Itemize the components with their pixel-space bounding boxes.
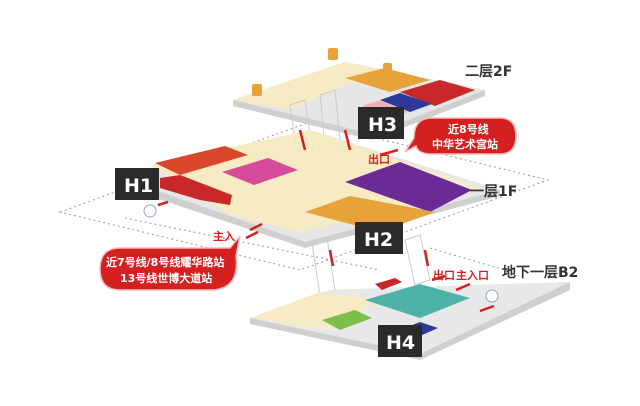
metro-callout-right-line1: 近8号线 [448, 122, 489, 136]
floor-2f: H3 二层2F [233, 48, 512, 140]
floor-b2-outline-right [429, 247, 506, 271]
hall-h4-label: H4 [386, 332, 415, 354]
floor-b2: H4 地下一层B2 [250, 264, 578, 360]
metro-callout-left-line2: 13号线世博大道站 [120, 271, 212, 285]
floor-b2-outline [124, 217, 381, 271]
hall-h2-label: H2 [364, 229, 393, 251]
zone-teal-b2 [365, 284, 470, 318]
restaurant-icon [252, 84, 262, 96]
main-entrance-label-lower: 主入口 [456, 268, 489, 282]
info-desk-icon [485, 289, 499, 303]
hall-h1-badge [115, 168, 159, 200]
restaurant-icon [383, 63, 392, 74]
metro-callout-left: 近7号线/8号线耀华路站 13号线世博大道站 [99, 235, 241, 291]
zone-red-h1 [155, 146, 248, 175]
floor-1f: H1 H2 一层1F [115, 130, 517, 254]
metro-callout-right-line2: 中华艺术宫站 [432, 137, 498, 151]
zone-orange-2f [345, 68, 430, 92]
zone-blue-2f [380, 93, 432, 112]
restaurant-icon [328, 48, 338, 60]
hall-h3-label: H3 [368, 114, 397, 136]
zone-red-h1-lower [160, 175, 232, 205]
metro-callout-left-line1: 近7号线/8号线耀华路站 [106, 255, 224, 269]
hall-h4-badge [378, 325, 422, 357]
hall-h1-label: H1 [124, 175, 153, 197]
direction-arrows [157, 129, 495, 313]
metro-callout-right: 近8号线 中华艺术宫站 [404, 117, 517, 155]
info-desk-icon [143, 204, 157, 218]
hall-h3-badge [358, 107, 404, 139]
floor-b2-label: 地下一层B2 [502, 264, 578, 281]
exit-label-upper: 出口 [368, 152, 390, 166]
floor-2f-label: 二层2F [465, 64, 512, 80]
hall-h2-badge [355, 222, 403, 254]
zone-red-b2 [375, 278, 402, 290]
main-entrance-label-left: 主入 [213, 229, 235, 243]
zone-pink-h1 [222, 158, 298, 185]
zone-purple-1f [345, 162, 472, 212]
exit-label-lower: 出口 [433, 268, 455, 282]
zone-green-b2 [322, 310, 372, 330]
floor-1f-label: 一层1F [470, 184, 517, 200]
